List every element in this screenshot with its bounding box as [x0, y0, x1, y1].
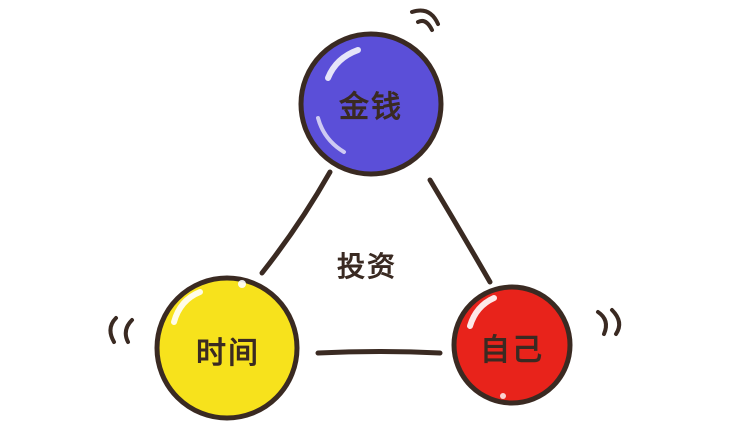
node-money-label: 金钱 — [339, 90, 403, 125]
motion-marks-money — [410, 8, 440, 32]
edge-money-time — [259, 169, 333, 276]
node-money — [298, 31, 444, 177]
motion-marks-time — [108, 316, 134, 344]
center-label: 投资 — [336, 250, 398, 283]
motion-marks-self — [596, 308, 622, 336]
edge-money-self — [427, 177, 493, 285]
node-time-label: 时间 — [196, 336, 260, 371]
edge-time-self — [315, 349, 443, 356]
node-self-label: 自己 — [480, 333, 544, 368]
node-self — [451, 284, 573, 406]
node-time — [154, 275, 300, 421]
